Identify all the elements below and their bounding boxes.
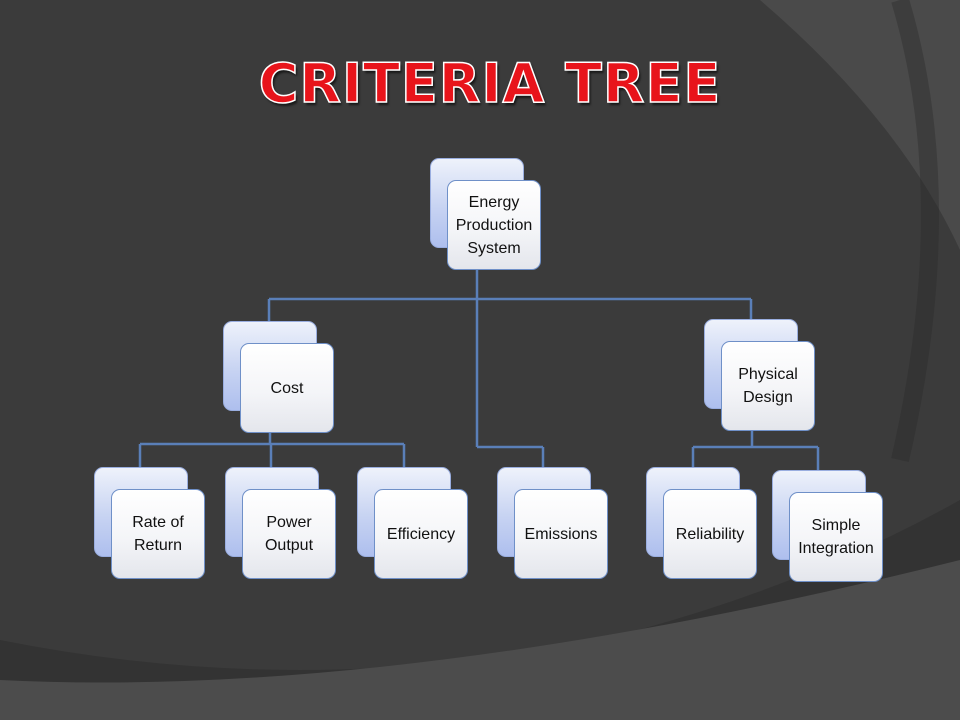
node-label: Cost xyxy=(270,379,304,397)
node-box: Rate of Return xyxy=(111,489,205,579)
node-box: Power Output xyxy=(242,489,336,579)
node-box: Efficiency xyxy=(374,489,468,579)
node-box: Simple Integration xyxy=(789,492,883,582)
node-label: Physical Design xyxy=(738,366,798,406)
node-label: Simple Integration xyxy=(798,517,874,557)
node-box: Reliability xyxy=(663,489,757,579)
node-label: Reliability xyxy=(675,525,745,543)
node-label: Energy Production System xyxy=(455,193,533,257)
slide-title: CRITERIA TREE xyxy=(258,51,722,116)
node-box: Physical Design xyxy=(721,341,815,431)
node-box: Energy Production System xyxy=(447,180,541,270)
node-label: Rate of Return xyxy=(132,514,184,554)
node-label: Efficiency xyxy=(386,525,456,543)
node-label: Power Output xyxy=(264,514,314,554)
node-box: Cost xyxy=(240,343,334,433)
node-box: Emissions xyxy=(514,489,608,579)
node-label: Emissions xyxy=(524,525,598,543)
